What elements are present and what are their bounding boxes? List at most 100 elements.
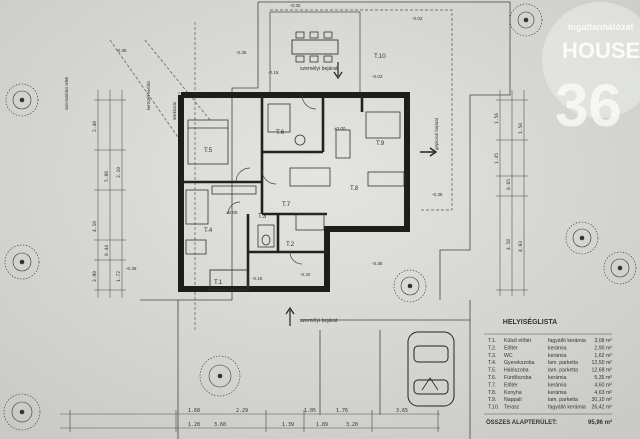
- svg-text:3.90: 3.90: [92, 271, 98, 282]
- furniture: [185, 103, 405, 255]
- room-label-t3: T.3: [258, 213, 267, 220]
- svg-text:1.76: 1.76: [336, 408, 348, 414]
- tree-icon: [5, 83, 39, 117]
- tree-icon: [603, 251, 637, 285]
- entrance-arrow-icon: [285, 306, 295, 326]
- legend-cell-area: 30,10 m²: [592, 397, 613, 403]
- svg-text:1.68: 1.68: [188, 408, 200, 414]
- terrace-arrow-icon: [333, 62, 343, 80]
- room-label-t10: T.10: [374, 53, 386, 60]
- room-label-t2: T.2: [286, 241, 295, 248]
- svg-text:3.20: 3.20: [346, 422, 358, 428]
- svg-text:2.40: 2.40: [92, 121, 98, 132]
- wc: [257, 224, 275, 248]
- svg-text:0.65: 0.65: [506, 179, 512, 190]
- room-label-t4: T.4: [204, 227, 213, 234]
- svg-text:-0.15: -0.15: [268, 70, 279, 75]
- legend-cell-floor: lam. parketta: [548, 368, 578, 374]
- toilet-bath: [294, 134, 306, 146]
- legend-cell-area: 4,63 m²: [594, 390, 612, 396]
- svg-text:3.65: 3.65: [396, 408, 408, 414]
- terrace-table: [291, 39, 339, 55]
- watermark-logo: Ingatlanhálózat HOUSE 36: [542, 2, 640, 139]
- legend-total-label: ÖSSZES ALAPTERÜLET:: [486, 419, 557, 426]
- svg-text:-0.32: -0.32: [290, 3, 301, 8]
- room-labels: T.1 T.2 T.3 T.4 T.5 T.6 T.7 T.8 T.9 T.10: [204, 53, 386, 286]
- legend-cell-floor: lam. parketta: [548, 397, 578, 403]
- legend-cell-name: Előtér: [504, 382, 518, 388]
- legend-cell-floor: fagyálló kerámia: [548, 338, 586, 344]
- room-label-t8: T.8: [350, 185, 359, 192]
- svg-text:-0.35: -0.35: [236, 50, 247, 55]
- legend-cell-name: Gyerekszoba: [504, 360, 535, 366]
- trees: [3, 3, 637, 431]
- svg-text:1.89: 1.89: [316, 422, 328, 428]
- svg-text:0.44: 0.44: [104, 245, 110, 256]
- tree-icon: [393, 269, 427, 303]
- legend-cell-floor: kerámia: [548, 345, 567, 351]
- legend-cell-id: T.6.: [488, 375, 496, 381]
- svg-text:3.60: 3.60: [214, 422, 226, 428]
- svg-text:-0.35: -0.35: [372, 261, 383, 266]
- legend-cell-area: 1,62 m²: [594, 353, 612, 359]
- legend-cell-name: Terasz: [504, 405, 520, 411]
- legend-cell-area: 5,35 m²: [594, 375, 612, 381]
- site-boundary: [109, 1, 511, 439]
- legend-cell-name: Külső előtér: [504, 338, 532, 344]
- entrance-label-bottom: személyi bejárat: [300, 318, 338, 324]
- svg-text:4.58: 4.58: [506, 239, 512, 250]
- legend-cell-name: Konyha: [504, 390, 522, 396]
- svg-text:-0.35: -0.35: [126, 266, 137, 271]
- legend-cell-area: 3,08 m²: [594, 338, 612, 344]
- svg-text:-0.02: -0.02: [372, 74, 383, 79]
- svg-text:-0.35: -0.35: [432, 192, 443, 197]
- house-walls: [178, 92, 410, 292]
- svg-text:4.10: 4.10: [92, 221, 98, 232]
- legend-cell-floor: kerámia: [548, 382, 567, 388]
- legend-cell-id: T.4.: [488, 360, 496, 366]
- svg-text:4.93: 4.93: [518, 241, 524, 252]
- tree-icon: [565, 221, 599, 255]
- door-swings: [227, 94, 317, 265]
- neighbor-label-left: szomszédos telek: [64, 76, 69, 110]
- bathtub: [267, 103, 291, 133]
- svg-text:1.28: 1.28: [188, 422, 200, 428]
- svg-text:1.56: 1.56: [494, 113, 500, 124]
- svg-text:1.45: 1.45: [494, 153, 500, 164]
- room-label-t9: T.9: [376, 140, 385, 147]
- tree-icon: [509, 3, 543, 37]
- legend-cell-floor: kerámia: [548, 375, 567, 381]
- legend-cell-id: T.1.: [488, 338, 496, 344]
- legend-cell-area: 12,68 m²: [592, 368, 613, 374]
- svg-text:36: 36: [555, 72, 622, 139]
- legend-cell-name: Nappali: [504, 397, 522, 403]
- dimensions-bottom: 1.68 2.29 1.05 1.76 3.65 1.28 3.60 1.39 …: [60, 408, 440, 432]
- legend-cell-name: WC: [504, 353, 513, 359]
- room-label-t7: T.7: [282, 201, 291, 208]
- legend-cell-name: Hálószoba: [504, 368, 529, 374]
- room-label-t5: T.5: [204, 147, 213, 154]
- svg-text:-0.15: -0.15: [252, 276, 263, 281]
- legend-cell-floor: kerámia: [548, 390, 567, 396]
- legend-cell-name: Fürdőszoba: [504, 375, 532, 381]
- tree-icon: [4, 244, 40, 280]
- dimensions-right: 1.56 1.45 0.65 4.58 1.50 4.93: [494, 90, 528, 296]
- legend-cell-name: Előtér: [504, 345, 518, 351]
- level-marks: -0.32 -0.02 -0.35 -0.35 -0.15 -0.02 ±0.0…: [116, 3, 443, 281]
- svg-text:1.50: 1.50: [518, 123, 524, 134]
- legend-cell-id: T.2.: [488, 345, 496, 351]
- svg-text:-0.32: -0.32: [300, 272, 311, 277]
- svg-text:-0.35: -0.35: [116, 48, 127, 53]
- car-entrance-arrow-icon: [420, 147, 438, 157]
- room-label-t6: T.6: [276, 129, 285, 136]
- fence-label: kertszéli kerítés: [146, 81, 151, 110]
- room-label-t1: T.1: [214, 279, 223, 286]
- svg-text:1.05: 1.05: [304, 408, 316, 414]
- svg-text:2.29: 2.29: [236, 408, 248, 414]
- legend-cell-floor: lam. parketta: [548, 360, 578, 366]
- sofa: [335, 129, 351, 159]
- svg-text:±0.00: ±0.00: [334, 126, 346, 131]
- legend-cell-area: 12,50 m²: [592, 360, 613, 366]
- car-entrance-label: gépkocsi bejárat: [434, 117, 439, 150]
